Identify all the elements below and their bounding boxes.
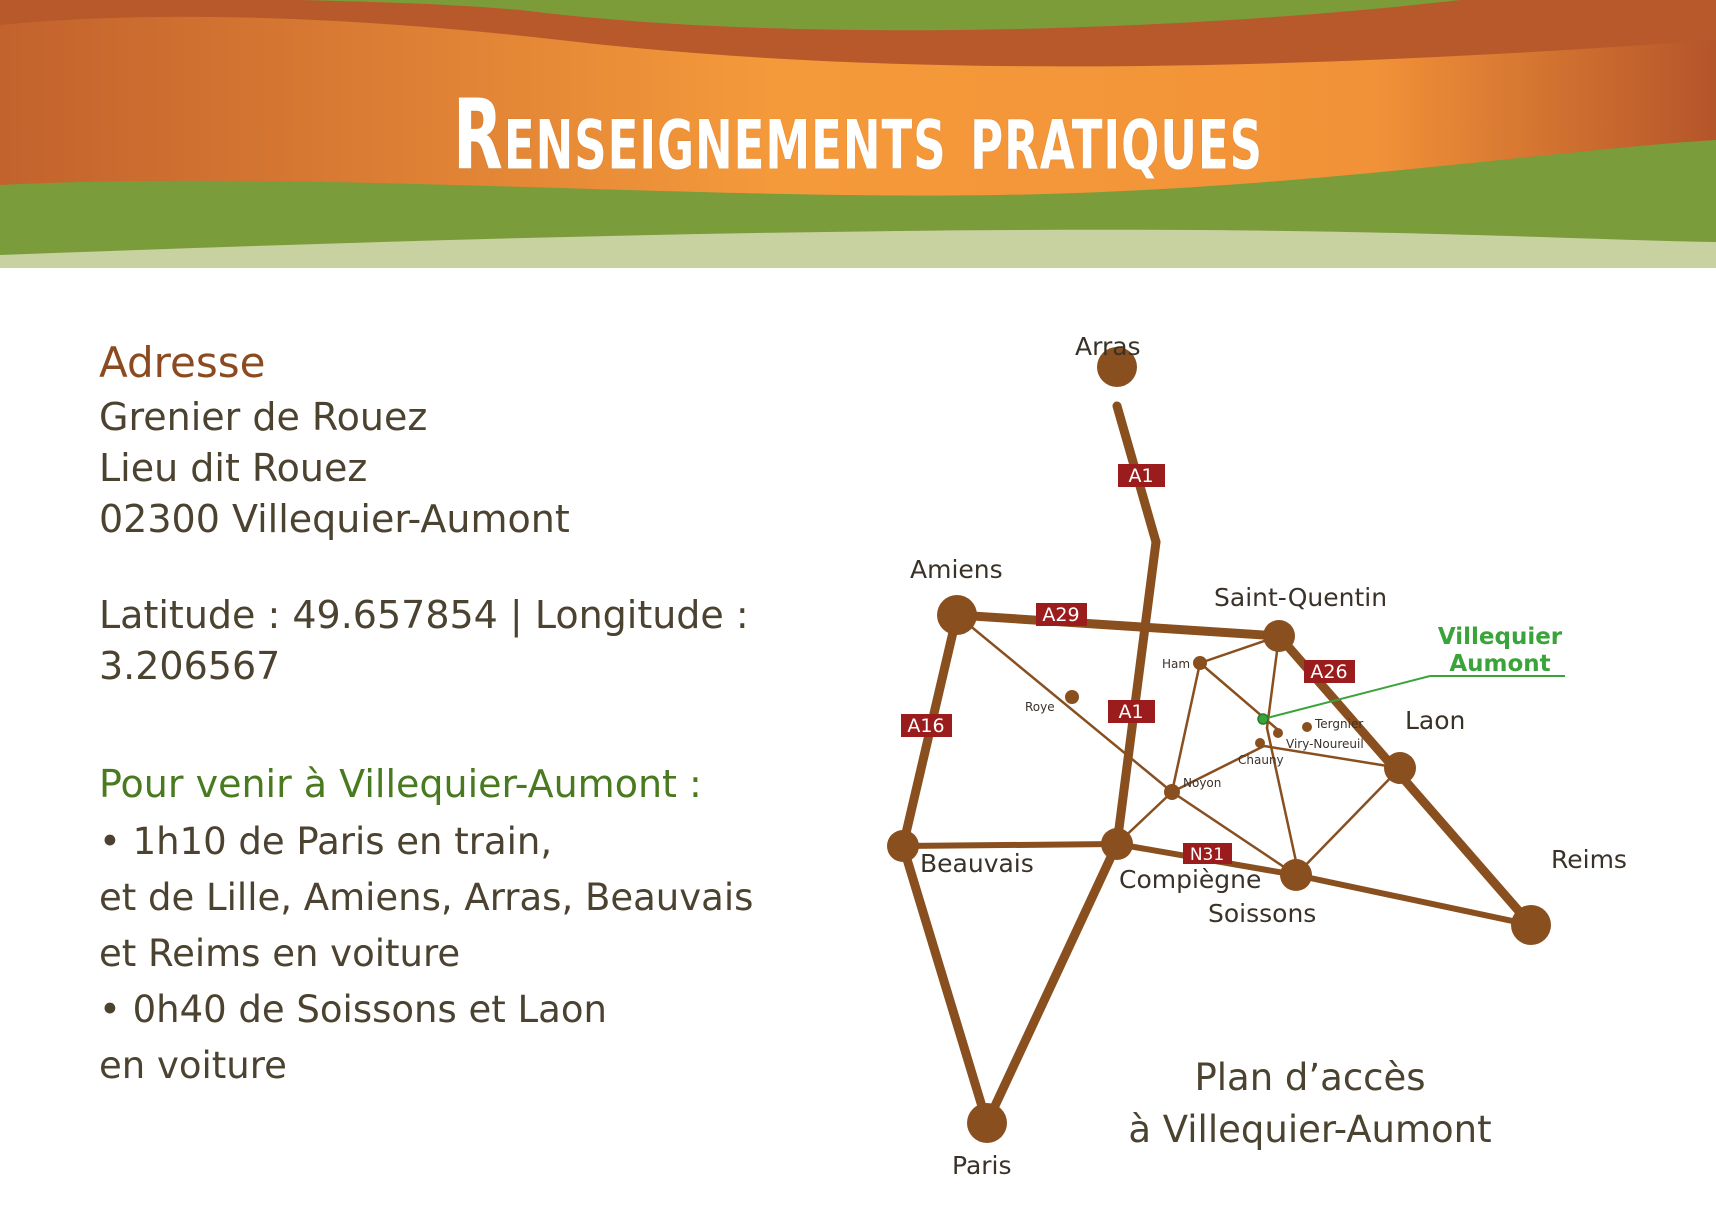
city-dot-compiegne [1101,828,1133,860]
city-label-soissons: Soissons [1208,899,1316,928]
access-line: • 0h40 de Soissons et Laon [99,988,607,1031]
town-labels: Ham Roye Tergnier Viry-Noureuil Chauny N… [1025,657,1364,790]
destination-label-1: Villequier [1438,624,1563,650]
road-label-a16: A16 [907,715,944,737]
city-dot-saint-quentin [1263,620,1295,652]
motorways [898,401,1536,1128]
road-label-box [1118,464,1165,487]
road-label-box [1036,603,1087,626]
town-dot-tergnier [1302,722,1312,732]
road-map: Villequier Aumont A1 A29 A26 A16 A1 N31 … [887,332,1627,1180]
road-laon-soissons [1294,766,1402,877]
town-label-roye: Roye [1025,700,1055,714]
city-dot-beauvais [887,830,919,862]
city-dot-reims [1511,905,1551,945]
road-beauvais-paris [898,841,992,1128]
address-line-name: Grenier de Rouez [99,395,428,439]
page-title: Renseignements pratiques [452,78,1264,192]
town-dot-noyon [1164,784,1180,800]
road-labels: A1 A29 A26 A16 A1 N31 [901,464,1355,865]
city-dot-soissons [1280,859,1312,891]
road-soissons-reims [1293,872,1534,928]
road-paris-compiegne [982,839,1122,1128]
access-heading: Pour venir à Villequier-Aumont : [99,762,702,806]
road-noyon-chauny [1170,756,1242,794]
town-label-tergnier: Tergnier [1314,717,1363,731]
road-label-box [1304,660,1355,683]
road-label-box [1108,700,1155,723]
city-dot-arras [1097,347,1137,387]
town-label-chauny: Chauny [1238,753,1284,767]
city-label-saint-quentin: Saint-Quentin [1214,583,1387,612]
map-caption: Plan d’accès à Villequier-Aumont [1110,1052,1510,1156]
city-labels: Arras Amiens Saint-Quentin Laon Reims Be… [910,332,1627,1180]
town-dot-chauny [1255,738,1265,748]
city-label-paris: Paris [952,1151,1012,1180]
town-dot-ham [1193,656,1207,670]
city-dot-laon [1384,752,1416,784]
town-label-ham: Ham [1162,657,1190,671]
road-label-box [1183,843,1232,864]
city-label-reims: Reims [1551,845,1627,874]
access-block: • 1h10 de Paris en train, et de Lille, A… [99,814,779,1094]
road-noyon-soissons [1170,790,1298,877]
town-label-noyon: Noyon [1183,776,1221,790]
road-label-a1-south: A1 [1118,701,1143,723]
road-tergnier-soissons [1265,726,1299,868]
town-label-viry-noureuil: Viry-Noureuil [1286,737,1364,751]
town-dot-viry-noureuil [1273,728,1283,738]
destination-marker: Villequier Aumont [1257,624,1565,725]
road-beauvais-compiegne [900,841,1120,849]
road-label-a26: A26 [1310,661,1347,683]
road-label-n31: N31 [1190,845,1224,865]
city-label-compiegne: Compiègne [1119,865,1261,894]
coordinates-line-2: 3.206567 [99,644,281,688]
road-viry-laon [1262,744,1402,770]
address-line-place: Lieu dit Rouez [99,446,368,490]
city-label-beauvais: Beauvais [920,849,1034,878]
road-label-a1-north: A1 [1128,465,1153,487]
city-label-laon: Laon [1405,706,1465,735]
access-line: en voiture [99,1044,287,1087]
access-line: et de Lille, Amiens, Arras, Beauvais [99,876,754,919]
destination-leader-line [1262,675,1431,720]
town-dot-roye [1065,690,1079,704]
city-dots [887,347,1551,1143]
coordinates-block: Latitude : 49.657854 | Longitude : 3.206… [99,590,779,692]
address-line-city: 02300 Villequier-Aumont [99,497,570,541]
road-a29 [952,610,1284,641]
city-label-amiens: Amiens [910,555,1003,584]
road-amiens-noyon [955,613,1174,794]
coordinates-line-1: Latitude : 49.657854 | Longitude : [99,593,749,637]
destination-dot [1257,713,1269,725]
road-label-box [901,714,952,737]
city-dot-paris [967,1103,1007,1143]
address-block: Grenier de Rouez Lieu dit Rouez 02300 Vi… [99,392,570,545]
local-roads [955,613,1402,877]
road-a1-south [1112,537,1161,849]
map-caption-line-2: à Villequier-Aumont [1128,1108,1492,1151]
road-label-a29: A29 [1042,604,1079,626]
header-banner: Renseignements pratiques [0,0,1716,268]
city-dot-amiens [937,595,977,635]
access-map: Villequier Aumont A1 A29 A26 A16 A1 N31 … [860,320,1660,1200]
banner-waves [0,0,1716,268]
city-label-arras: Arras [1075,332,1141,361]
road-ham-noyon [1170,661,1202,794]
access-line: et Reims en voiture [99,932,461,975]
access-line: • 1h10 de Paris en train, [99,820,553,863]
map-caption-line-1: Plan d’accès [1194,1056,1426,1099]
address-heading: Adresse [99,338,266,387]
destination-label-2: Aumont [1449,651,1550,677]
